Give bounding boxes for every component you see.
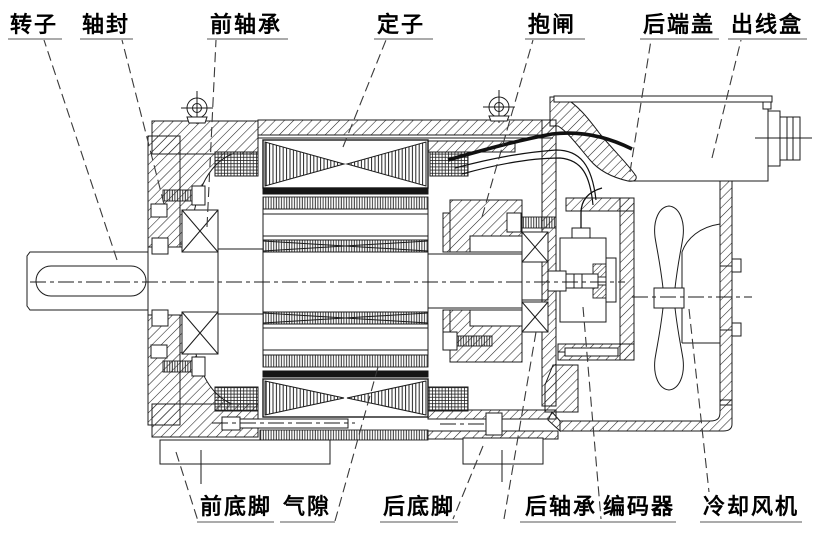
front-bearing [181, 209, 219, 355]
stator-winding-bottom [262, 378, 429, 418]
encoder-wire [580, 187, 603, 228]
label-front-foot: 前底脚 [200, 494, 272, 519]
cooling-fan [653, 205, 721, 391]
labels: 转子 轴封 前轴承 定子 抱闸 后端盖 出线盒 前底脚 气隙 后底脚 后轴承 编… [10, 12, 803, 519]
lead-wires [447, 131, 633, 206]
fan-blade-top [654, 205, 684, 289]
lifting-eye-front [181, 91, 213, 124]
encoder [547, 187, 635, 361]
label-underlines [8, 38, 807, 523]
fan-hub [653, 287, 685, 309]
label-front-bearing: 前轴承 [210, 12, 282, 37]
label-rotor: 转子 [10, 12, 58, 37]
label-rear-end-cover: 后端盖 [643, 12, 715, 37]
keyway [35, 265, 147, 297]
front-foot [159, 439, 331, 484]
label-shaft-seal: 轴封 [82, 12, 130, 37]
winding-end-turns [214, 151, 469, 412]
label-rear-foot: 后底脚 [383, 494, 455, 519]
tie-rod [212, 412, 503, 436]
terminal-box [553, 95, 812, 182]
label-rear-bearing: 后轴承 [525, 494, 597, 519]
rear-end-cover [541, 96, 637, 413]
leader-lines [43, 39, 742, 522]
rotor-core [262, 187, 429, 378]
label-encoder: 编码器 [603, 494, 675, 519]
label-brake: 抱闸 [528, 12, 576, 37]
lifting-eye-rear [483, 90, 515, 123]
fan-blade-bottom [654, 307, 684, 391]
terminal-box-connector [755, 110, 812, 167]
fan-shroud [547, 180, 742, 433]
rear-foot [462, 437, 544, 482]
rear-bearing [521, 231, 549, 333]
label-terminal-box: 出线盒 [731, 12, 803, 37]
shaft-seal [150, 203, 169, 359]
label-stator: 定子 [377, 12, 425, 37]
brake [442, 199, 557, 363]
front-cover-bolts [162, 185, 206, 377]
label-cooling-fan: 冷却风机 [703, 494, 799, 519]
centerline [30, 281, 752, 298]
label-air-gap: 气隙 [282, 494, 331, 519]
